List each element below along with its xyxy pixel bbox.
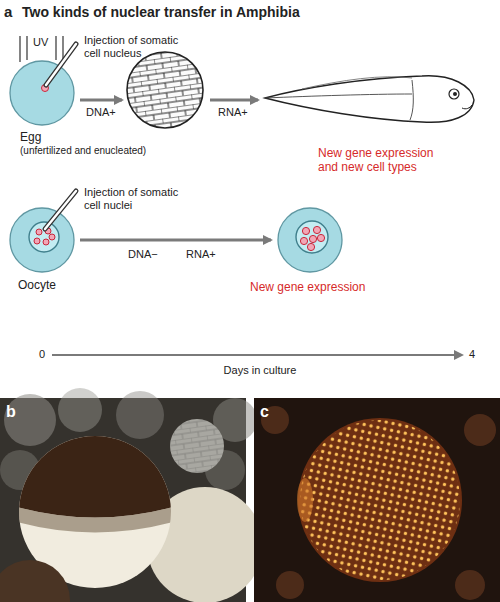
arrow-label: RNA+ bbox=[218, 106, 248, 119]
photo-eggs bbox=[0, 388, 263, 602]
arrow-label: RNA+ bbox=[186, 248, 216, 261]
egg-cell: Egg(unfertilized and enucleated) bbox=[9, 60, 75, 126]
oocyte-cell: Oocyte bbox=[9, 207, 75, 273]
outcome-text: New gene expression and new cell types bbox=[318, 146, 450, 175]
blastula bbox=[127, 52, 203, 128]
arrow bbox=[80, 99, 122, 102]
callout-text: Injection of somatic cell nuclei bbox=[84, 186, 188, 212]
timeline-axis bbox=[52, 354, 462, 356]
oocyte-result-shape bbox=[277, 207, 343, 273]
photo-fluorescence bbox=[254, 398, 500, 602]
arrow bbox=[210, 99, 258, 102]
uv-label: UV bbox=[33, 36, 48, 49]
panel-label: b bbox=[6, 402, 16, 421]
cell-note: (unfertilized and enucleated) bbox=[20, 145, 146, 157]
tadpole-shape bbox=[262, 58, 477, 140]
tadpole: New gene expression and new cell types bbox=[262, 58, 477, 140]
oocyte-cell-shape bbox=[9, 207, 75, 273]
uv-rays bbox=[20, 36, 63, 62]
axis-tick: 0 bbox=[39, 348, 45, 361]
axis-tick: 4 bbox=[469, 348, 475, 361]
cell-name: Egg bbox=[20, 130, 41, 144]
cell-name: Oocyte bbox=[18, 278, 56, 292]
arrow-label: DNA+ bbox=[86, 106, 116, 119]
callout-text: Injection of somatic cell nucleus bbox=[84, 34, 188, 60]
outcome-text: New gene expression bbox=[250, 280, 365, 294]
arrow-label: DNA− bbox=[128, 248, 158, 261]
figure-title: Two kinds of nuclear transfer in Amphibi… bbox=[22, 4, 300, 21]
arrow-connector bbox=[80, 239, 271, 242]
oocyte-result: New gene expression bbox=[277, 207, 343, 273]
egg-cell-shape bbox=[9, 60, 75, 126]
panel-label: a bbox=[4, 3, 12, 21]
axis-title: Days in culture bbox=[160, 364, 360, 377]
panel-label: c bbox=[260, 402, 269, 421]
